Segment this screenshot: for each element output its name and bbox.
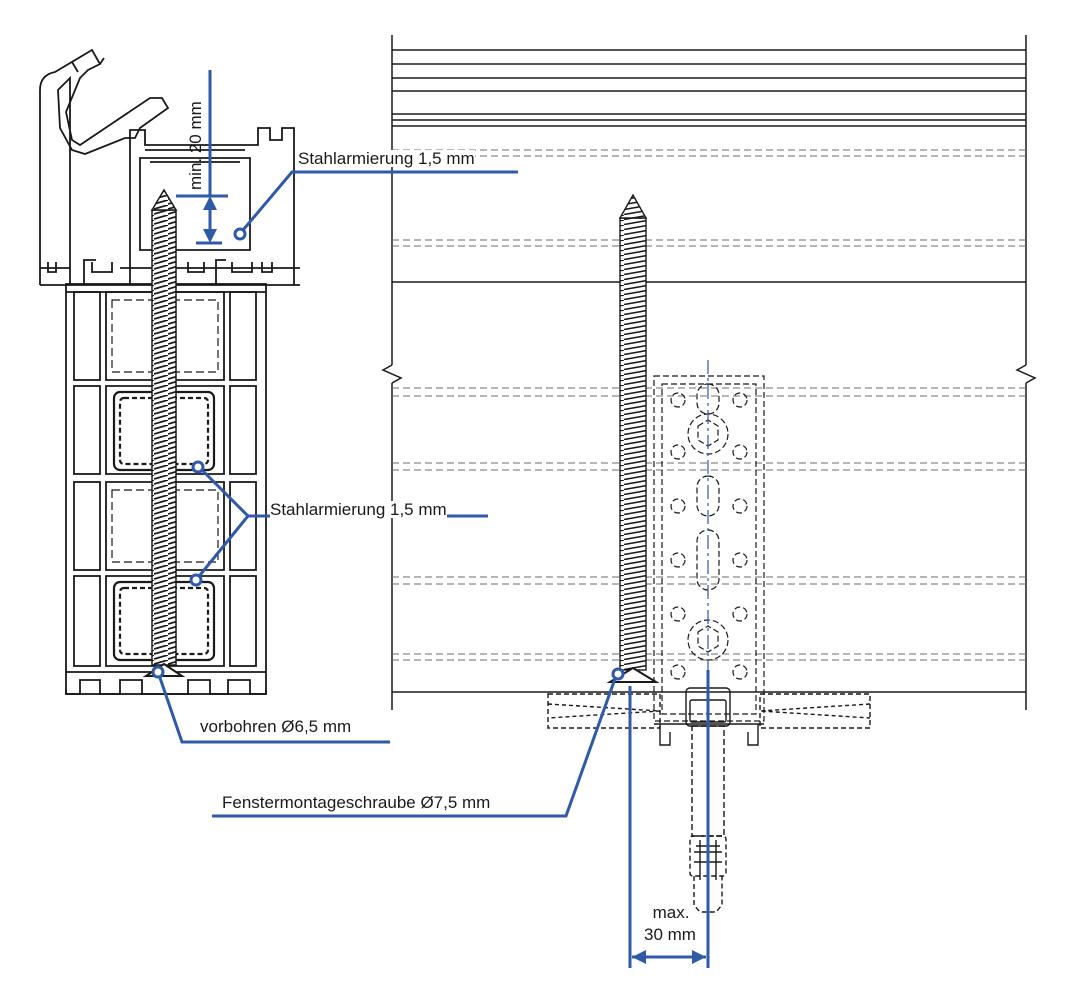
- mounting-bracket: [653, 375, 765, 722]
- sash-profile: [129, 127, 295, 285]
- max-label-line2: 30 mm: [644, 925, 696, 944]
- screw-right: [606, 193, 660, 683]
- annotation-dots: [151, 227, 625, 681]
- screw-label: Fenstermontageschraube Ø7,5 mm: [222, 793, 491, 812]
- hidden-lines: [392, 149, 1026, 661]
- predrill-label: vorbohren Ø6,5 mm: [200, 717, 352, 736]
- anchor-assembly: [547, 687, 871, 913]
- steel-top-label: Stahlarmierung 1,5 mm: [298, 149, 475, 168]
- annotation-lines: [156, 70, 710, 968]
- max-label-line1: max.: [652, 903, 690, 922]
- annotation-marks: [203, 196, 706, 964]
- glazing-bead: [39, 48, 170, 285]
- steel-mid-label: Stahlarmierung 1,5 mm: [270, 500, 447, 519]
- wall-elevation: [381, 35, 1037, 710]
- screw-left: [142, 188, 186, 677]
- min-depth-label: min. 20 mm: [186, 101, 205, 190]
